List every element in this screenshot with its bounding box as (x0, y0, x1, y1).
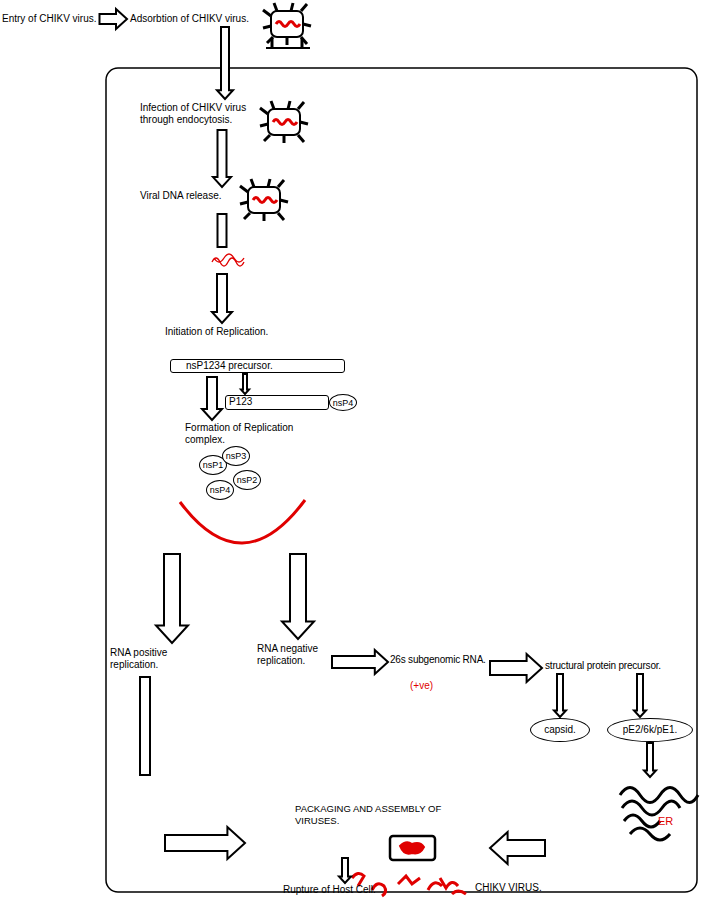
flow-arrow (282, 554, 314, 639)
arrow-shape (634, 674, 646, 717)
arrow-shape (554, 674, 566, 717)
flow-arrow (100, 9, 128, 29)
flow-arrow (339, 858, 351, 883)
virion-rna (400, 842, 424, 853)
step-text: structural protein precursor. (545, 660, 661, 672)
flow-arrow (213, 130, 231, 187)
flow-arrow (644, 743, 656, 777)
arrow-shape (241, 374, 249, 394)
node-text: Initiation of Replication. (165, 326, 268, 338)
arrow-shape (490, 832, 545, 864)
node-text: PACKAGING AND ASSEMBLY OF VIRUSES. (295, 803, 465, 827)
node-text: RNA positive replication. (110, 647, 175, 671)
node-text: nsP1234 precursor. (171, 360, 344, 372)
step-text: Viral DNA release. (140, 190, 222, 202)
node-text: nsP3 (226, 450, 247, 462)
organelle-node: ER (545, 775, 702, 847)
virus-icon (240, 179, 288, 221)
arrow-shape (332, 650, 388, 674)
node-text: Rupture of Host Cell. (283, 884, 376, 896)
precursor-bar: P123 (225, 395, 329, 410)
node-text: pE2/6k/pE1. (623, 724, 677, 736)
arrow-shape (212, 274, 232, 323)
flow-arrow (634, 674, 646, 717)
virion-box (390, 836, 435, 860)
er-shape (620, 788, 698, 841)
flow-arrow (241, 374, 249, 394)
node-text: nsP4 (333, 397, 354, 409)
arrow-shape (213, 130, 231, 187)
arrow-shape (165, 827, 245, 859)
node-text: structural protein precursor. (545, 660, 661, 672)
step-text: RNA negative replication. (257, 643, 329, 667)
virus-icon (263, 3, 311, 45)
node-text: Entry of CHIKV virus. (2, 13, 96, 25)
host-cell (106, 68, 697, 892)
step-text: Entry of CHIKV virus. (2, 13, 96, 25)
precursor-bar: nsP1234 precursor. (170, 359, 345, 373)
arrow-shape (202, 377, 222, 420)
arrow-shape (282, 554, 314, 639)
receptor-line (266, 47, 310, 49)
arrow-shape (339, 858, 351, 883)
node-text: Infection of CHIKV virus through endocyt… (140, 102, 270, 126)
rna-strand (212, 254, 244, 266)
node-text: RNA negative replication. (257, 643, 329, 667)
step-text: 26s subgenomic RNA. (+ve) (390, 654, 488, 696)
arrow-shape (100, 9, 128, 29)
protein-oval: capsid. (530, 718, 590, 742)
node-text: nsP4 (210, 484, 231, 496)
arrow-shape (490, 654, 542, 682)
flow-arrow (490, 654, 542, 682)
step-text: Rupture of Host Cell. (283, 884, 376, 896)
node-text: Formation of Replication complex. (185, 422, 310, 446)
flow-arrow (156, 554, 188, 643)
arrow-shape (218, 214, 227, 247)
node-text: Viral DNA release. (140, 190, 222, 202)
step-text: Adsorbtion of CHIKV virus. (130, 13, 249, 25)
node-text: Adsorbtion of CHIKV virus. (130, 13, 249, 25)
flow-arrow (140, 677, 245, 859)
node-text: capsid. (544, 724, 576, 736)
node-text: ER (658, 815, 673, 827)
step-text: RNA positive replication. (110, 647, 175, 671)
text-label: CHIKV VIRUS. (475, 882, 542, 894)
virus-icon (260, 101, 308, 143)
node-text: (+ve) (410, 680, 488, 692)
node-text: nsP2 (237, 474, 258, 486)
step-text: Infection of CHIKV virus through endocyt… (140, 102, 270, 126)
arrow-shape (156, 554, 188, 643)
protein-oval: nsP4 (329, 394, 357, 411)
step-text: Initiation of Replication. (165, 326, 268, 338)
arrow-shape (140, 677, 150, 775)
membrane-arc (180, 500, 305, 543)
flow-arrow (490, 832, 545, 864)
assembly-node: PACKAGING AND ASSEMBLY OF VIRUSES. (245, 803, 490, 858)
node-text: nsP1 (203, 459, 224, 471)
protein-oval: pE2/6k/pE1. (607, 718, 693, 742)
arrow-shape (644, 743, 656, 777)
protein-blob: nsP2 (233, 470, 261, 490)
arrow-shape (217, 27, 233, 99)
flow-arrow (217, 27, 233, 99)
flow-arrow (332, 650, 388, 674)
node-text: 26s subgenomic RNA. (390, 654, 488, 666)
node-text: P123 (226, 396, 328, 408)
protein-blob: nsP4 (206, 480, 234, 500)
protein-blob: nsP3 (222, 446, 250, 466)
complex-group: Formation of Replication complex.nsP1nsP… (170, 422, 310, 552)
flow-arrow (202, 377, 222, 420)
flow-arrow (554, 674, 566, 717)
flow-arrow (212, 214, 232, 323)
